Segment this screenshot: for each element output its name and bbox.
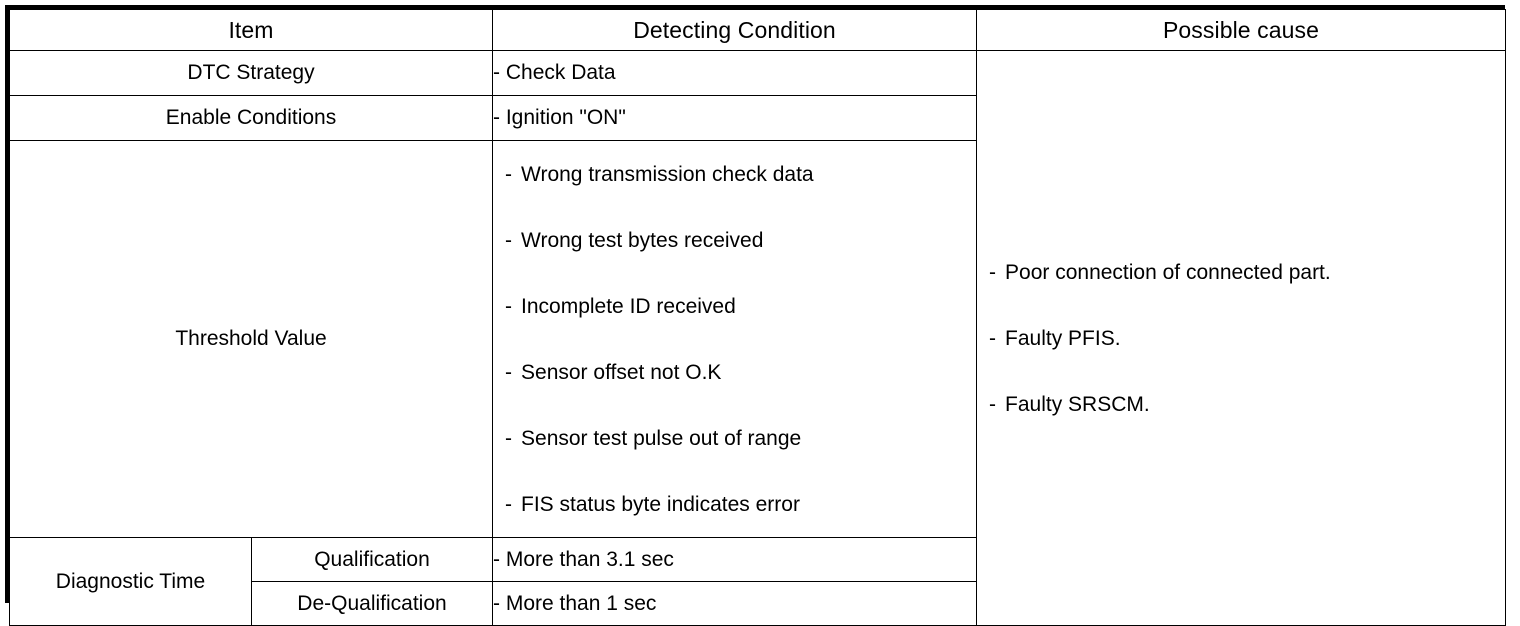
possible-cause-cell: - Poor connection of connected part. - F…	[976, 50, 1507, 626]
possible-cause-list: - Poor connection of connected part. - F…	[977, 239, 1505, 437]
condition-dtc-strategy: - Check Data	[492, 50, 978, 96]
bullet-dash-icon: -	[989, 260, 997, 284]
list-item: - Sensor test pulse out of range	[505, 405, 976, 471]
threshold-condition-text: Incomplete ID received	[521, 294, 736, 318]
threshold-condition-text: Sensor offset not O.K	[521, 360, 722, 384]
condition-qualification: - More than 3.1 sec	[492, 537, 978, 582]
bullet-dash-icon: -	[505, 228, 513, 252]
table-row-enable-conditions: Enable Conditions - Ignition "ON"	[8, 95, 1506, 141]
row-label-enable-conditions: Enable Conditions	[8, 95, 494, 141]
possible-cause-text: Faulty PFIS.	[1005, 326, 1121, 350]
possible-cause-text: Poor connection of connected part.	[1005, 260, 1331, 284]
table-row-dtc-strategy: DTC Strategy - Check Data - Poor connect…	[8, 50, 1507, 626]
threshold-condition-text: FIS status byte indicates error	[521, 492, 800, 516]
table-row-qualification: Diagnostic Time Qualification - More tha…	[9, 537, 1506, 626]
list-item: - Incomplete ID received	[505, 273, 976, 339]
condition-de-qualification: - More than 1 sec	[492, 581, 978, 626]
list-item: - Poor connection of connected part.	[989, 239, 1505, 305]
header-possible-cause: Possible cause	[976, 9, 1507, 51]
threshold-condition-text: Sensor test pulse out of range	[521, 426, 802, 450]
condition-enable-conditions: - Ignition "ON"	[492, 95, 978, 141]
bullet-dash-icon: -	[989, 392, 997, 416]
row-label-threshold-value: Threshold Value	[8, 140, 494, 538]
condition-threshold-value-cell: - Wrong transmission check data - Wrong …	[492, 140, 978, 538]
list-item: - FIS status byte indicates error	[505, 471, 976, 537]
list-item: - Faulty PFIS.	[989, 305, 1505, 371]
bullet-dash-icon: -	[505, 162, 513, 186]
dtc-diagnostic-table: Item Detecting Condition Possible cause …	[5, 5, 1507, 626]
list-item: - Sensor offset not O.K	[505, 339, 976, 405]
diagnostic-table-grid: Item Detecting Condition Possible cause …	[8, 9, 1507, 626]
table-header-row: Item Detecting Condition Possible cause	[8, 9, 1507, 51]
possible-cause-text: Faulty SRSCM.	[1005, 392, 1150, 416]
threshold-condition-text: Wrong transmission check data	[521, 162, 814, 186]
list-item: - Wrong transmission check data	[505, 141, 976, 207]
sub-label-de-qualification: De-Qualification	[250, 581, 494, 626]
threshold-condition-list: - Wrong transmission check data - Wrong …	[493, 141, 976, 537]
sub-label-qualification: Qualification	[250, 537, 494, 582]
bullet-dash-icon: -	[989, 326, 997, 350]
row-label-dtc-strategy: DTC Strategy	[8, 50, 494, 96]
header-item: Item	[8, 9, 494, 51]
bullet-dash-icon: -	[505, 294, 513, 318]
table-row-threshold-value: Threshold Value - Wrong transmission che…	[8, 140, 1506, 538]
list-item: - Wrong test bytes received	[505, 207, 976, 273]
bullet-dash-icon: -	[505, 426, 513, 450]
bullet-dash-icon: -	[505, 492, 513, 516]
threshold-condition-text: Wrong test bytes received	[521, 228, 764, 252]
bullet-dash-icon: -	[505, 360, 513, 384]
row-label-diagnostic-time: Diagnostic Time	[9, 537, 252, 626]
header-detecting-condition: Detecting Condition	[492, 9, 978, 51]
list-item: - Faulty SRSCM.	[989, 371, 1505, 437]
